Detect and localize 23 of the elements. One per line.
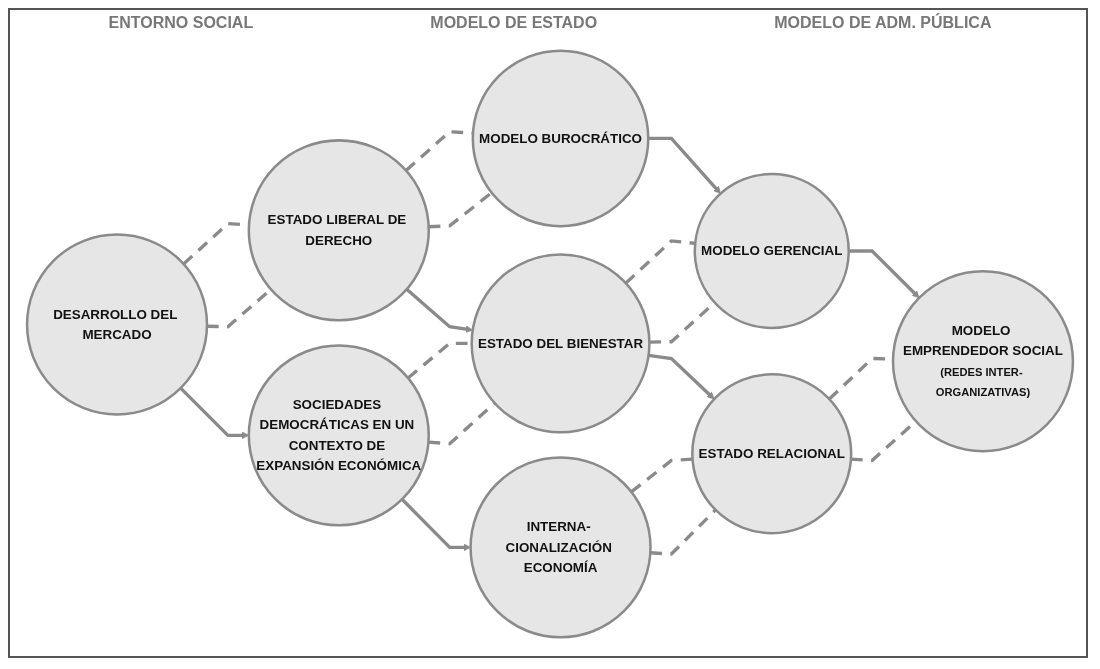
column-heading: ENTORNO SOCIAL — [108, 14, 254, 32]
node-circle: MODELO EMPRENDEDOR SOCIAL (REDES INTER- ORGANIZATIVAS) — [891, 270, 1075, 453]
connector — [428, 191, 493, 229]
arrow — [405, 288, 473, 333]
column-heading: MODELO DE ESTADO — [430, 14, 598, 32]
arrow — [648, 136, 721, 194]
node-circle: ESTADO LIBERAL DE DERECHO — [247, 139, 430, 322]
arrow — [179, 386, 250, 440]
node-circle: SOCIEDADES DEMOCRÁTICAS EN UN CONTEXTO DE EXPANSIÓN ECONÓMICA — [247, 344, 430, 527]
node-circle: ESTADO DEL BIENESTAR — [470, 253, 651, 434]
node-circle: DESARROLLO DEL MERCADO — [25, 233, 209, 416]
arrow — [648, 353, 715, 400]
node-circle: ESTADO RELACIONAL — [691, 373, 853, 535]
column-heading: MODELO DE ADM. PÚBLICA — [774, 14, 992, 32]
node-circle: MODELO GERENCIAL — [693, 172, 850, 330]
arrow — [400, 498, 471, 552]
connector — [428, 401, 496, 446]
node-circle: MODELO BUROCRÁTICO — [471, 49, 650, 228]
node-circle: INTERNA- CIONALIZACIÓN ECONOMÍA — [469, 456, 652, 639]
connector — [650, 508, 717, 556]
connector — [624, 239, 696, 285]
connector — [630, 457, 693, 494]
arrow — [848, 249, 920, 299]
